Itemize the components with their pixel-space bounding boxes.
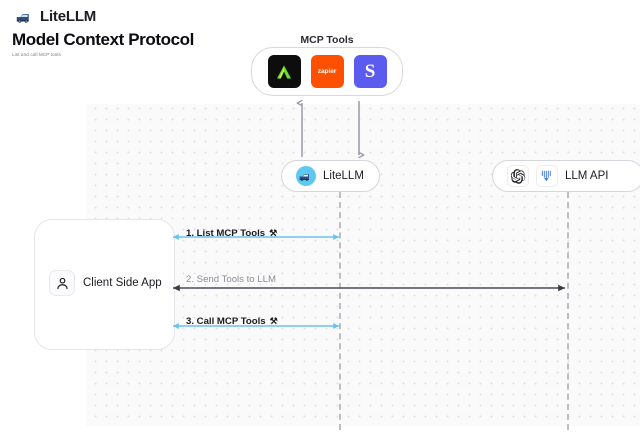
tools-icon-1: ⚒ (269, 228, 278, 238)
node-litellm-label: LiteLLM (323, 170, 364, 182)
message-label-send-tools-to-llm: 2. Send Tools to LLM (186, 274, 276, 285)
node-llm-api[interactable]: LLM API (492, 160, 640, 192)
mcp-tools-label: MCP Tools (300, 34, 354, 46)
slack-letter: S (364, 60, 376, 82)
lifeline-litellm (339, 192, 341, 430)
arrow-call-mcp-tools (172, 323, 339, 329)
brand: LiteLLM (16, 8, 96, 25)
litellm-avatar-icon (296, 166, 316, 186)
canvas-bottom-mask (0, 426, 640, 436)
litellm-truck-icon (16, 10, 34, 24)
mcp-tools-box: zapier S (251, 47, 403, 96)
node-client-side-app[interactable]: Client Side App (34, 219, 175, 350)
anthropic-logo-icon (536, 165, 558, 187)
arrow-mcp-to-litellm-down (358, 101, 369, 158)
arrow-litellm-to-mcp-up (298, 100, 303, 157)
message-text-2: 2. Send Tools to LLM (186, 274, 276, 285)
message-label-list-mcp-tools: 1. List MCP Tools ⚒ (186, 228, 277, 239)
arrow-list-mcp-tools (172, 234, 339, 240)
anthropic-logo-icon[interactable] (267, 55, 301, 88)
lifeline-llm-api (567, 192, 569, 430)
client-side-app-label: Client Side App (83, 277, 162, 289)
message-label-call-mcp-tools: 3. Call MCP Tools ⚒ (186, 316, 278, 327)
message-text-1: 1. List MCP Tools (186, 228, 266, 239)
zapier-logo-icon[interactable]: zapier (310, 55, 344, 88)
client-side-app-content: Client Side App (49, 270, 162, 296)
page-subtitle: List and call MCP tools (12, 52, 61, 57)
tools-icon-3: ⚒ (269, 316, 278, 326)
brand-name: LiteLLM (40, 8, 97, 25)
arrow-send-tools-to-llm (172, 284, 565, 292)
page-title: Model Context Protocol (12, 30, 194, 49)
zapier-wordmark: zapier (317, 68, 337, 75)
openai-logo-icon (507, 165, 529, 187)
slack-logo-icon[interactable]: S (353, 55, 387, 88)
user-person-icon (49, 270, 75, 296)
node-litellm[interactable]: LiteLLM (281, 160, 380, 192)
node-llm-api-label: LLM API (565, 170, 609, 182)
message-text-3: 3. Call MCP Tools (186, 316, 266, 327)
